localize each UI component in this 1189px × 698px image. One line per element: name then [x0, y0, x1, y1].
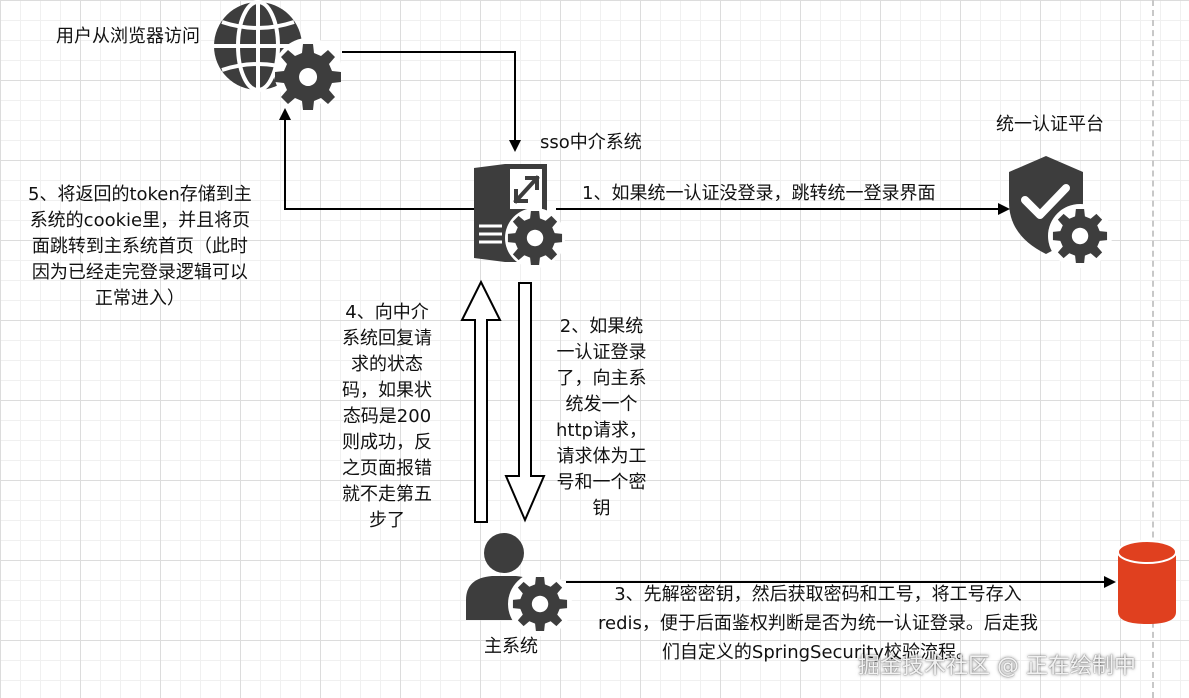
auth-label: 统一认证平台	[996, 114, 1104, 135]
globe-gear-icon	[214, 0, 342, 110]
database-icon	[1117, 540, 1177, 624]
arrow-sso-to-auth	[556, 203, 1010, 215]
arrow-sso-to-main-hollow	[504, 282, 546, 523]
step4-text: 4、向中介 系统回复请 求的状态 码，如果状 态码是200 则成功，反 之页面报…	[342, 302, 432, 531]
user-gear-icon	[466, 533, 572, 636]
sso-label: sso中介系统	[540, 132, 642, 153]
browser-label: 用户从浏览器访问	[56, 26, 200, 47]
arrow-sso-to-browser	[279, 108, 474, 210]
main-system-label: 主系统	[484, 636, 538, 657]
step1-text: 1、如果统一认证没登录，跳转统一登录界面	[582, 183, 936, 204]
watermark: 掘金技术社区 @ 正在绘制中	[858, 654, 1136, 679]
server-gear-icon	[474, 164, 565, 268]
step3-text: 3、先解密密钥，然后获取密码和工号，将工号存入 redis，便于后面鉴权判断是否…	[598, 584, 1038, 663]
arrow-main-to-database	[566, 576, 1116, 588]
arrow-browser-to-sso	[342, 51, 521, 152]
step5-text: 5、将返回的token存储到主 系统的cookie里，并且将页 面跳转到主系统首…	[28, 184, 252, 309]
arrow-main-to-sso-hollow	[460, 279, 502, 523]
step2-text: 2、如果统 一认证登录 了，向主系 统发一个 http请求， 请求体为工 号和一…	[556, 316, 647, 519]
page-boundary-dashed-line	[1152, 0, 1154, 698]
shield-check-gear-icon	[1009, 156, 1112, 268]
